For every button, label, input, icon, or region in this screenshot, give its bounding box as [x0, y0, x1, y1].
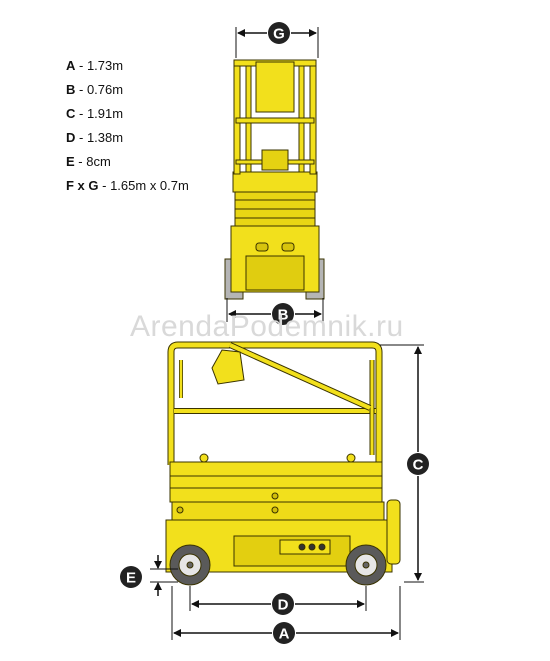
dimension-marker-a: A — [273, 622, 295, 644]
spec-separator: - — [75, 106, 87, 121]
spec-key: F x G — [66, 178, 99, 193]
spec-key: E — [66, 154, 75, 169]
spec-item-e: E - 8cm — [66, 152, 236, 176]
spec-item-a: A - 1.73m — [66, 56, 236, 80]
spec-key: D — [66, 130, 76, 145]
svg-text:C: C — [413, 457, 424, 474]
spec-item-d: D - 1.38m — [66, 128, 236, 152]
spec-item-c: C - 1.91m — [66, 104, 236, 128]
side-view — [165, 341, 401, 586]
dimension-marker-b: B — [272, 303, 294, 325]
spec-separator: - — [75, 82, 87, 97]
svg-text:A: A — [279, 626, 290, 643]
svg-text:B: B — [278, 307, 289, 324]
spec-value: 1.91m — [86, 106, 124, 121]
svg-text:D: D — [278, 597, 289, 614]
spec-separator: - — [98, 178, 111, 193]
spec-list: A - 1.73m B - 0.76m C - 1.91m D - 1.38m … — [66, 56, 236, 200]
spec-item-b: B - 0.76m — [66, 80, 236, 104]
svg-text:E: E — [126, 570, 136, 587]
svg-text:G: G — [273, 26, 285, 43]
spec-value: 1.38m — [86, 130, 124, 145]
spec-value: 8cm — [86, 154, 111, 169]
spec-item-fg: F x G - 1.65m x 0.7m — [66, 176, 236, 200]
dimension-marker-d: D — [272, 593, 294, 615]
watermark: ArendaPodemnik.ru — [130, 310, 404, 343]
spec-value: 1.65m x 0.7m — [110, 178, 189, 193]
front-view — [224, 59, 325, 300]
spec-key: A — [66, 58, 76, 73]
spec-key: B — [66, 82, 76, 97]
spec-value: 0.76m — [86, 82, 124, 97]
dimension-marker-c: C — [407, 453, 429, 475]
dimension-marker-g: G — [268, 22, 290, 44]
spec-value: 1.73m — [86, 58, 124, 73]
dimension-marker-e: E — [120, 566, 142, 588]
spec-key: C — [66, 106, 76, 121]
spec-separator: - — [75, 58, 87, 73]
spec-separator: - — [75, 130, 87, 145]
spec-separator: - — [74, 154, 87, 169]
